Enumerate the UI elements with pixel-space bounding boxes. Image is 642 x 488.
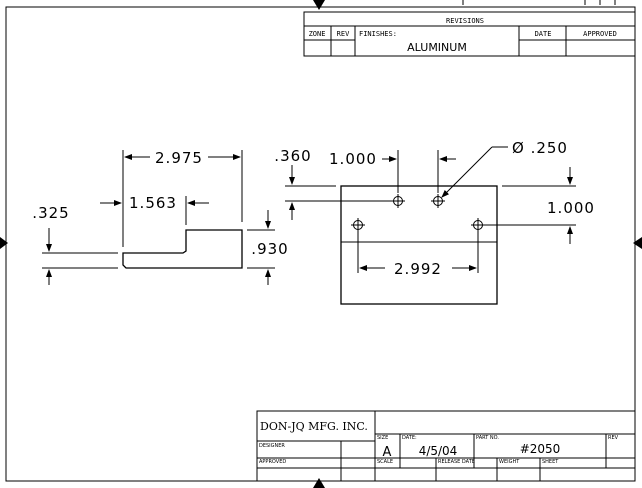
sheet-border [5, 6, 636, 482]
center-mark-top [313, 0, 325, 10]
dim-side-total-height [247, 210, 275, 285]
weight-label: WEIGHT [499, 459, 520, 465]
dim-side-length [122, 150, 243, 247]
dim-hole-spacing-bottom [357, 232, 479, 273]
dim-side-left-height [42, 228, 118, 285]
dim-hole-spacing-top [382, 150, 456, 193]
hole-bottom-right [471, 218, 485, 232]
company-name: DON-JQ MFG. INC. [260, 420, 368, 433]
part-value: #2050 [520, 442, 561, 456]
title-block: DON-JQ MFG. INC. DESIGNER APPROVED SIZE … [256, 410, 636, 482]
center-mark-bottom [313, 478, 325, 488]
approved-label: APPROVED [259, 459, 286, 465]
release-label: RELEASE DATE [438, 459, 475, 465]
top-block-fragment [462, 0, 616, 5]
top-view: .360 1.000 Ø .250 1.000 [274, 139, 595, 305]
hole-bottom-left [351, 218, 365, 232]
dim-side-step-label: 1.563 [129, 194, 177, 212]
rev-label: REV [608, 435, 619, 441]
center-mark-right [633, 237, 642, 249]
size-value: A [383, 445, 392, 460]
holes [351, 194, 485, 232]
revisions-title: REVISIONS [446, 17, 484, 25]
dim-side-step [100, 196, 209, 225]
dim-hole-spacing-bottom-label: 2.992 [394, 260, 442, 278]
part-label: PART NO. [476, 435, 499, 441]
dim-top-edge-offset [285, 165, 392, 220]
dim-side-length-label: 2.975 [155, 149, 203, 167]
approved-header: APPROVED [583, 30, 617, 38]
hole-top-left [391, 194, 405, 208]
dim-right-offset-label: 1.000 [547, 199, 595, 217]
dim-hole-spacing-top-label: 1.000 [329, 150, 377, 168]
rev-header: REV [337, 30, 350, 38]
date-value: 4/5/04 [419, 444, 458, 458]
dim-top-edge-offset-label: .360 [274, 147, 311, 165]
dim-right-offset [485, 167, 576, 244]
date-header: DATE [535, 30, 552, 38]
revisions-block: REVISIONS ZONE REV FINISHES: ALUMINUM DA… [303, 11, 636, 57]
finishes-label: FINISHES: [359, 30, 397, 38]
designer-label: DESIGNER [259, 443, 285, 449]
center-mark-left [0, 237, 8, 249]
side-profile [122, 229, 243, 269]
dim-side-total-height-label: .930 [251, 240, 288, 258]
scale-label: SCALE [377, 459, 393, 465]
finish-value: ALUMINUM [407, 41, 467, 54]
side-view: 2.975 1.563 .325 .930 [32, 149, 288, 285]
plate-outline [340, 185, 498, 305]
dim-hole-diameter-label: Ø .250 [512, 139, 568, 157]
sheet-label: SHEET [542, 459, 559, 465]
dim-side-left-height-label: .325 [32, 204, 69, 222]
hole-top-right [431, 194, 445, 208]
zone-header: ZONE [309, 30, 326, 38]
size-label: SIZE [377, 435, 388, 441]
dim-hole-diameter [441, 146, 508, 198]
date-label: DATE: [402, 435, 417, 441]
